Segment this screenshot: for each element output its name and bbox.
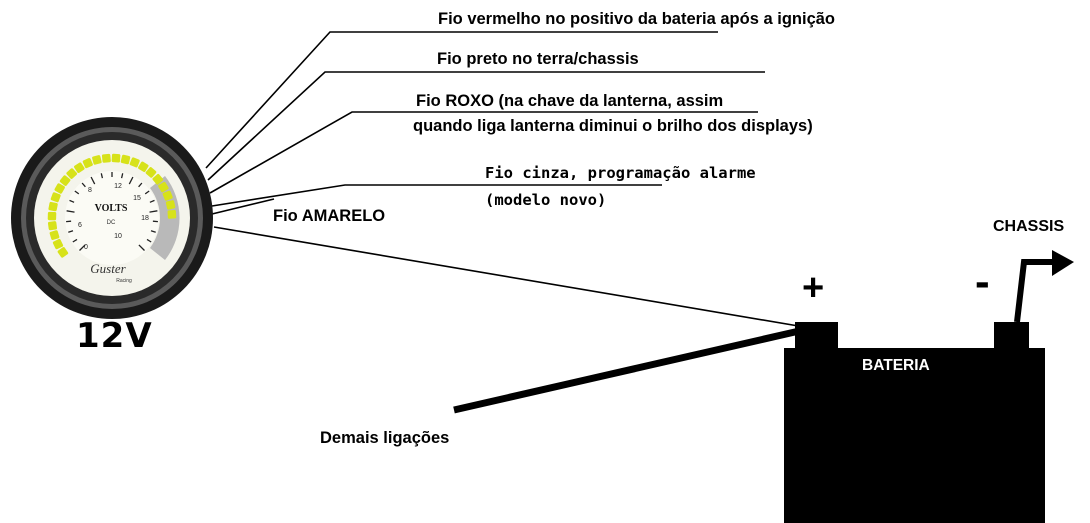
- gauge-led-segment: [138, 161, 149, 173]
- gauge-tick: [149, 210, 158, 213]
- gauge-led-segment: [152, 173, 164, 185]
- gauge-led-segment: [165, 200, 176, 210]
- gauge-led-segment: [54, 183, 65, 194]
- gauge-led-segment: [129, 157, 140, 168]
- gauge-tick: [69, 199, 75, 203]
- wire-lines: [205, 31, 823, 331]
- gauge-led-segment: [111, 153, 121, 163]
- gauge-led-segment: [82, 158, 93, 169]
- gauge-led-segment: [66, 168, 78, 179]
- gauge-led-segment: [59, 175, 71, 186]
- gauge-tick: [74, 190, 80, 195]
- gauge-scale-label: 12: [114, 183, 122, 190]
- gauge-brand-logo: Guster: [90, 261, 126, 276]
- gauge-ticks: [66, 172, 158, 251]
- gauge-led-segment: [49, 230, 60, 240]
- gauge-scale-label: 18: [141, 215, 149, 222]
- gauge-tick: [149, 199, 155, 203]
- gauge-tick: [100, 173, 104, 179]
- gauge-led-segment: [48, 201, 58, 212]
- purple-wire-label-line2: quando liga lanterna diminui o brilho do…: [413, 117, 813, 135]
- gauge-scale-label: 15: [133, 195, 141, 202]
- gray-wire-line: [211, 184, 662, 207]
- gauge-tick: [146, 238, 152, 243]
- purple-wire-line: [209, 111, 758, 194]
- negative-terminal-sign: -: [975, 257, 990, 306]
- gauge-tick: [128, 176, 134, 185]
- battery-positive-terminal: [795, 322, 838, 350]
- gauge-led-segment: [52, 238, 64, 250]
- voltmeter-gauge: VOLTS DC 0 6 8 10 12 15 18 Guster Racing: [11, 117, 213, 319]
- gauge-led-segment: [92, 155, 102, 165]
- gauge-tick: [66, 210, 75, 213]
- gauge-tick: [138, 244, 145, 251]
- gauge-inner-face: [65, 171, 159, 265]
- yellow-wire-label: Fio AMARELO: [273, 207, 386, 225]
- gauge-tick: [144, 190, 150, 195]
- gauge-tick: [81, 182, 86, 188]
- gauge-tick: [150, 230, 156, 233]
- other-connections-label: Demais ligações: [320, 429, 450, 447]
- yellow-wire-line: [211, 198, 275, 215]
- gauge-led-segment: [120, 154, 131, 165]
- gauge-tick: [72, 238, 78, 243]
- gauge-tick: [120, 173, 124, 179]
- gauge-scale-label: 6: [78, 222, 82, 229]
- gauge-caption-12v: 12V: [76, 316, 153, 356]
- battery-negative-terminal: [994, 322, 1029, 350]
- chassis-ground-arrow: [1014, 259, 1060, 323]
- gauge-led-segment: [47, 211, 57, 221]
- gauge-scale-label: 8: [88, 187, 92, 194]
- gauge-led-segment: [57, 247, 69, 258]
- other-connections-cable: [453, 325, 809, 414]
- gauge-tick: [90, 176, 96, 185]
- black-wire-line: [207, 71, 765, 181]
- gauge-led-segment: [167, 210, 177, 219]
- chassis-arrow-head: [1052, 250, 1074, 276]
- gauge-tick: [79, 244, 86, 251]
- gauge-led-segment: [74, 162, 85, 173]
- gauge-to-battery-line: [213, 226, 823, 331]
- gauge-unit-sub-label: DC: [107, 220, 116, 226]
- positive-terminal-sign: +: [802, 267, 825, 309]
- gauge-led-segment: [47, 221, 58, 231]
- battery-body: [784, 348, 1045, 523]
- red-wire-label: Fio vermelho no positivo da bateria após…: [438, 10, 835, 28]
- gauge-brand-sub-logo: Racing: [116, 278, 132, 284]
- gauge-led-segment: [158, 181, 169, 193]
- gauge-unit-label: VOLTS: [95, 203, 128, 214]
- gauge-led-segment: [145, 167, 157, 178]
- red-wire-line: [205, 31, 718, 169]
- gray-wire-label-line1: Fio cinza, programação alarme: [485, 164, 756, 182]
- gauge-led-segment: [101, 153, 111, 163]
- gauge-tick: [68, 230, 74, 233]
- gauge-led-segment: [162, 190, 173, 201]
- purple-wire-label-line1: Fio ROXO (na chave da lanterna, assim: [416, 92, 724, 110]
- gray-wire-label-line2: (modelo novo): [485, 191, 607, 209]
- gauge-scale-label: 10: [114, 233, 122, 240]
- black-wire-label: Fio preto no terra/chassis: [437, 50, 639, 68]
- chassis-label: CHASSIS: [993, 218, 1065, 235]
- battery: [453, 250, 1074, 523]
- gauge-tick: [138, 182, 143, 188]
- gauge-led-ring: [47, 153, 177, 258]
- gauge-led-segment: [50, 192, 61, 203]
- gauge-scale-label: 0: [84, 244, 88, 251]
- battery-label: BATERIA: [862, 357, 930, 374]
